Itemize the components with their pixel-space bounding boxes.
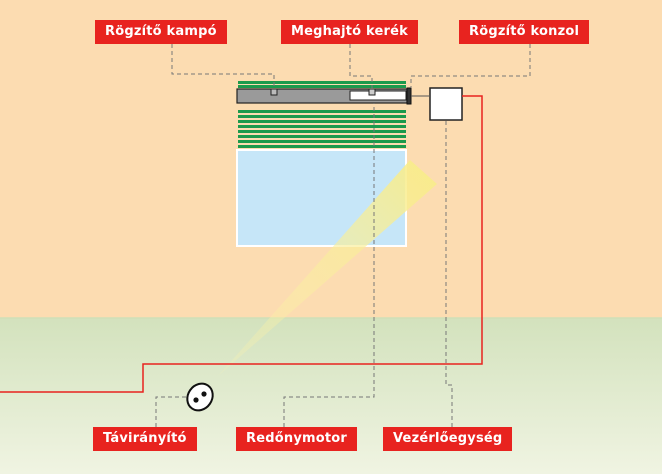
power-wire	[0, 95, 483, 393]
remote-signal-beam	[218, 160, 437, 376]
remote-control-icon	[186, 382, 214, 412]
drive-wheel-part	[368, 88, 376, 96]
shutter-slats	[238, 110, 406, 148]
label-remote: Távirányító	[93, 427, 197, 451]
shutter-box-slats	[238, 81, 406, 88]
label-control-unit: Vezérlőegység	[383, 427, 513, 451]
bracket-part	[406, 87, 412, 105]
label-fixing-bracket: Rögzítő konzol	[459, 20, 590, 44]
label-drive-wheel: Meghajtó kerék	[281, 20, 419, 44]
fixing-hook-part	[270, 88, 278, 96]
motor-housing	[349, 90, 407, 101]
leader-lines	[155, 44, 531, 427]
label-motor: Redőnymotor	[236, 427, 358, 451]
control-unit-box	[429, 87, 463, 121]
label-fixing-hook: Rögzítő kampó	[95, 20, 227, 44]
